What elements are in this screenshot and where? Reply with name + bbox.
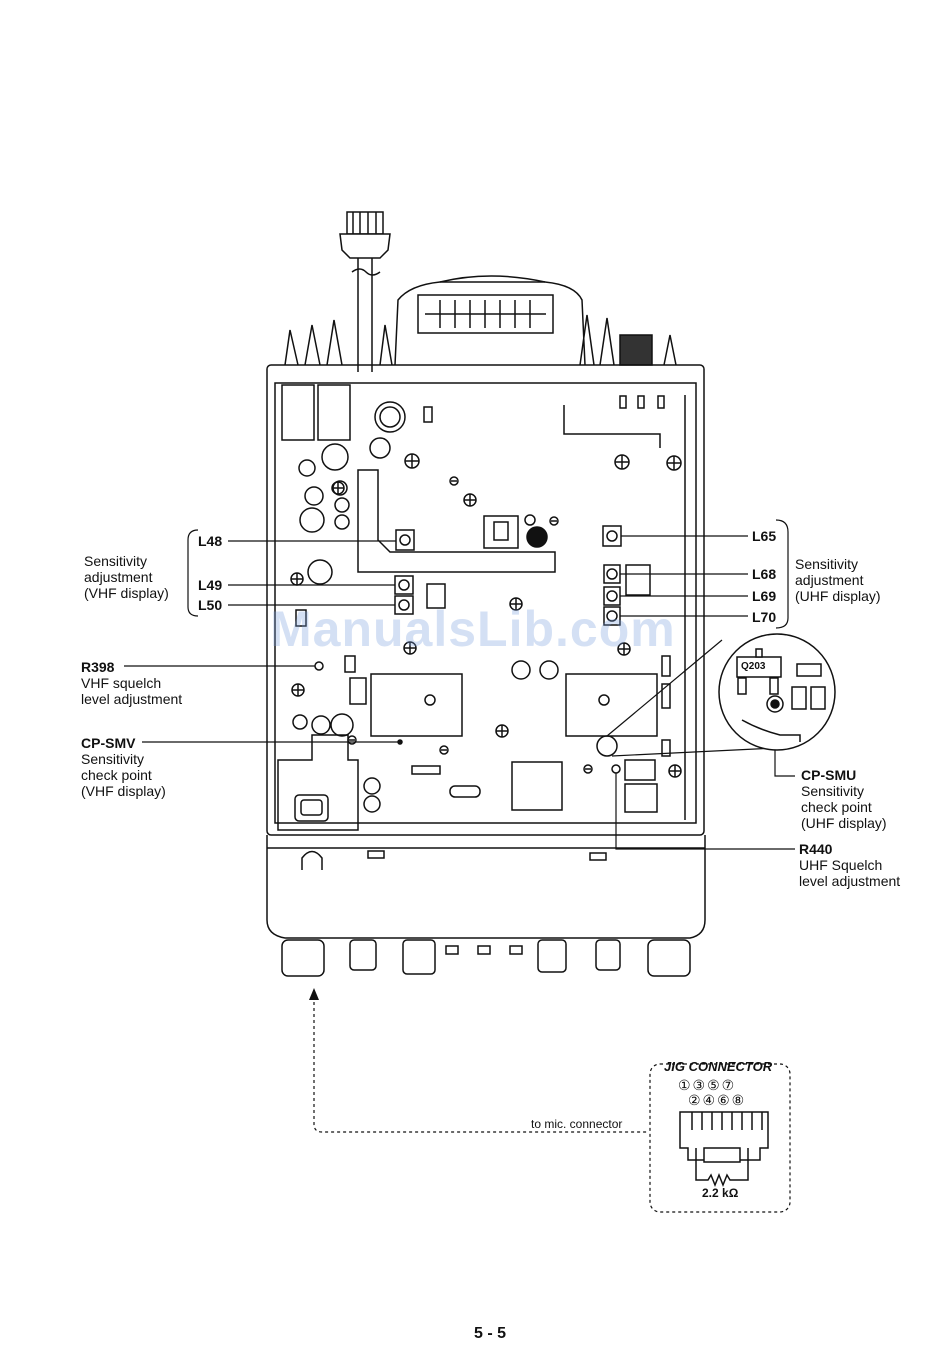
page-number: 5 - 5 — [474, 1325, 507, 1342]
cp-smu-line1: Sensitivity — [801, 783, 865, 799]
uhf-sens-line1: Sensitivity — [795, 556, 859, 572]
cp-smv-line2: check point — [81, 767, 152, 783]
label-l70: L70 — [752, 609, 777, 625]
uhf-sensitivity-block: Sensitivity adjustment (UHF display) — [795, 556, 881, 604]
label-l69: L69 — [752, 588, 777, 604]
r440-block: R440 UHF Squelch level adjustment — [799, 841, 900, 889]
cp-smv-block: CP-SMV Sensitivity check point (VHF disp… — [81, 735, 166, 799]
jig-plug — [679, 1111, 769, 1188]
label-l50: L50 — [198, 597, 223, 613]
label-l49: L49 — [198, 577, 223, 593]
leader-lines — [124, 519, 795, 850]
r440-line1: UHF Squelch — [799, 857, 883, 873]
r398-line2: level adjustment — [81, 691, 183, 707]
r398-block: R398 VHF squelch level adjustment — [81, 659, 182, 707]
chassis — [266, 364, 706, 939]
r440-trimmer — [611, 764, 621, 774]
label-l65: L65 — [752, 528, 777, 544]
vhf-sens-line1: Sensitivity — [84, 553, 148, 569]
to-mic-connector-label: to mic. connector — [531, 1117, 623, 1131]
heatsink — [284, 314, 677, 366]
front-knobs — [281, 939, 691, 977]
vhf-sens-line2: adjustment — [84, 569, 153, 585]
label-l48: L48 — [198, 533, 223, 549]
screws — [290, 453, 682, 778]
uhf-sens-line3: (UHF display) — [795, 588, 881, 604]
minus-marks — [347, 476, 593, 774]
r440-ref: R440 — [799, 841, 833, 857]
arrow-up — [309, 988, 319, 1000]
q203-zoom — [718, 633, 836, 751]
speaker-housing — [394, 275, 586, 366]
cp-smv-line1: Sensitivity — [81, 751, 145, 767]
r398-trimmer — [314, 661, 324, 671]
cp-smu-block: CP-SMU Sensitivity check point (UHF disp… — [801, 767, 887, 831]
r398-ref: R398 — [81, 659, 115, 675]
jig-pins-top: ①③⑤⑦ — [678, 1077, 737, 1093]
cp-smu-ref: CP-SMU — [801, 767, 857, 783]
cp-smu-line3: (UHF display) — [801, 815, 887, 831]
r440-line2: level adjustment — [799, 873, 901, 889]
vhf-sensitivity-block: Sensitivity adjustment (VHF display) — [84, 553, 169, 601]
antenna-connector — [339, 211, 391, 372]
jig-resistor-value: 2.2 kΩ — [702, 1186, 739, 1200]
jig-connector-title: JIG CONNECTOR — [664, 1059, 773, 1074]
cp-smv-point — [397, 739, 403, 745]
cp-smv-ref: CP-SMV — [81, 735, 136, 751]
pcb-components — [281, 384, 686, 820]
vhf-sens-line3: (VHF display) — [84, 585, 169, 601]
cp-smu-line2: check point — [801, 799, 872, 815]
label-q203: Q203 — [741, 661, 766, 672]
mic-line — [313, 996, 791, 1213]
watermark: ManualsLib.com — [270, 601, 676, 657]
jig-pins-bottom: ②④⑥⑧ — [688, 1092, 747, 1108]
cp-smv-line3: (VHF display) — [81, 783, 166, 799]
r398-line1: VHF squelch — [81, 675, 162, 691]
uhf-sens-line2: adjustment — [795, 572, 864, 588]
label-l68: L68 — [752, 566, 777, 582]
